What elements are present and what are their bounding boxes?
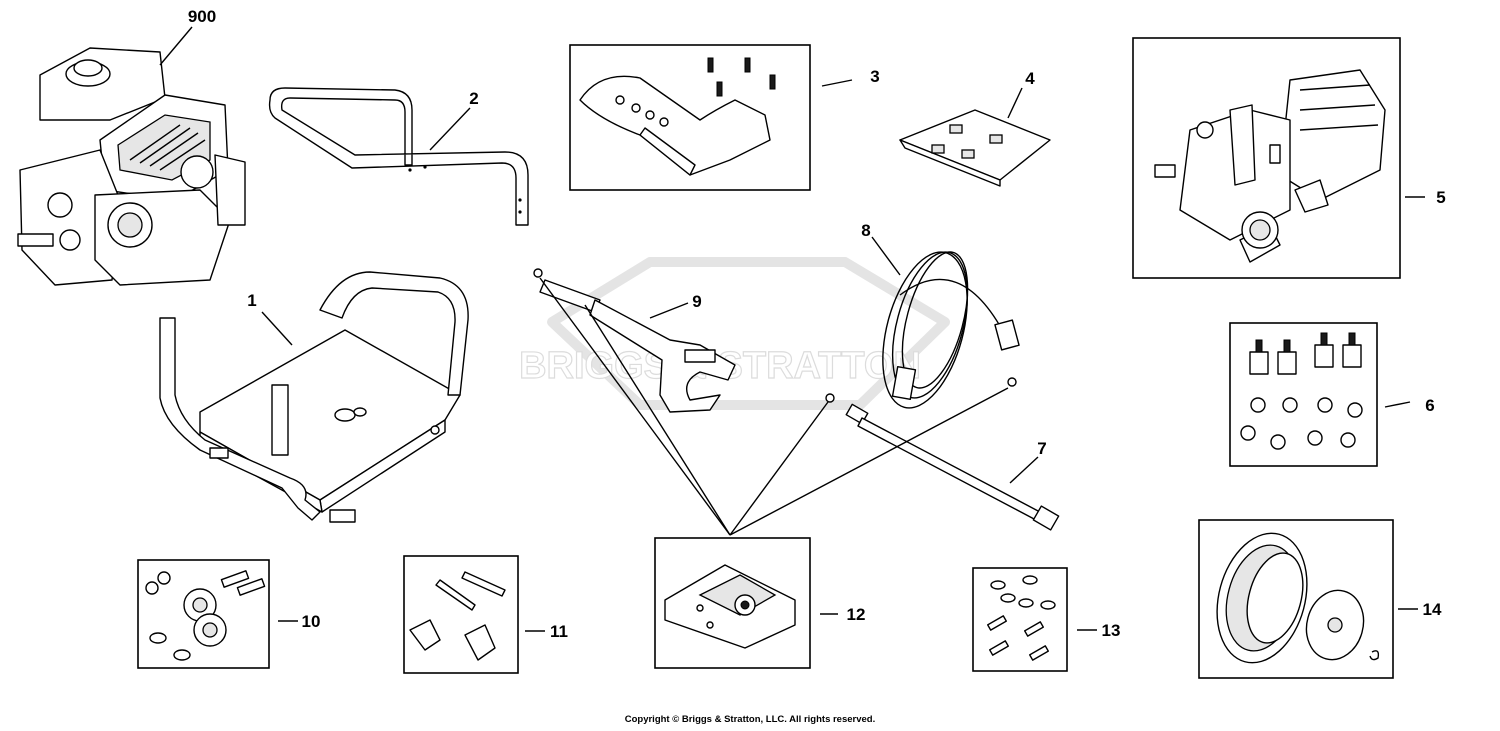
part-3-box: [569, 44, 811, 191]
part-5-box: [1132, 37, 1401, 279]
part-10-box: [137, 559, 270, 669]
part-14-box: [1198, 519, 1394, 679]
callout-13: 13: [1102, 621, 1121, 640]
callout-900: 900: [188, 7, 216, 26]
callout-4: 4: [1025, 69, 1035, 88]
part-13-box: [972, 567, 1068, 672]
part-2-handle: [268, 87, 529, 226]
part-6-box: [1229, 322, 1378, 467]
callout-1: 1: [247, 291, 256, 310]
part-4-nozzle-pack: [899, 109, 1051, 187]
callout-5: 5: [1436, 188, 1445, 207]
part-3-hose-rack: [579, 57, 776, 176]
leader-900: [159, 26, 193, 66]
part-11-hardware: [409, 571, 506, 661]
part-9-gun: [533, 268, 736, 413]
callout-6: 6: [1425, 396, 1434, 415]
leader-8: [871, 236, 901, 276]
leader-6: [1384, 401, 1411, 408]
leaders-to-12: [539, 277, 1009, 536]
leader-4: [1007, 87, 1023, 119]
callout-7: 7: [1037, 439, 1046, 458]
part-14-wheel: [1216, 532, 1380, 664]
part-8-hose: [882, 251, 1020, 409]
callout-12: 12: [847, 605, 866, 624]
leader-7: [1009, 456, 1039, 484]
callout-2: 2: [469, 89, 478, 108]
callout-14: 14: [1423, 600, 1442, 619]
callout-9: 9: [692, 292, 701, 311]
part-1-frame: [159, 271, 469, 523]
leader-1: [261, 311, 293, 346]
part-12-kit: [664, 564, 796, 649]
part-12-box: [654, 537, 811, 669]
callout-8: 8: [861, 221, 870, 240]
callout-3: 3: [870, 67, 879, 86]
part-13-hardware: [987, 575, 1056, 661]
copyright: Copyright © Briggs & Stratton, LLC. All …: [624, 714, 876, 725]
part-900-engine: [17, 47, 246, 286]
part-10-hardware: [145, 570, 266, 661]
callout-10: 10: [302, 612, 321, 631]
leader-2: [429, 107, 471, 151]
watermark: BRIGGS & STRATTON: [518, 257, 950, 410]
part-11-box: [403, 555, 519, 674]
callout-11: 11: [550, 622, 568, 641]
leader-3: [821, 79, 853, 87]
part-5-pump: [1154, 69, 1386, 263]
part-6-mounts: [1240, 332, 1363, 450]
leader-9: [649, 302, 689, 319]
